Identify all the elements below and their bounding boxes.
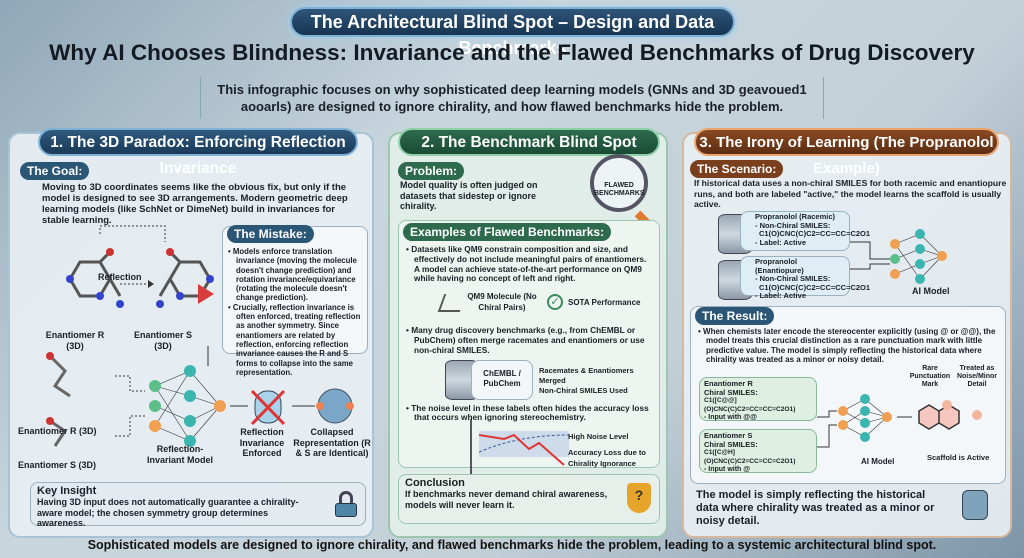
mistake-item: Models enforce translation invariance (m…: [227, 247, 363, 303]
magnifier-label: FLAWED BENCHMARKS: [594, 182, 645, 197]
card-name: Enantiomer R: [704, 379, 753, 388]
ai-model-label: AI Model: [861, 457, 895, 466]
collapsed-label: Collapsed Representation (R & S are Iden…: [293, 427, 371, 458]
record-name: Propranolol (Enantiopure): [755, 257, 804, 275]
loss-label: Accuracy Loss due to Chirality Ignorance: [568, 448, 646, 468]
result-network-diagram: [817, 394, 982, 448]
trophy-icon: ?: [627, 483, 651, 513]
model-pipeline-diagram: [46, 346, 354, 447]
key-insight-box: Key Insight Having 3D input does not aut…: [30, 482, 366, 528]
record-racemic: Propranolol (Racemic) - Non-Chiral SMILE…: [740, 211, 871, 251]
card-smiles: C1([C@@](O)CNC(C)C2=CC=CC=C2O1): [704, 397, 796, 413]
qm9-label: QM9 Molecule (No Chiral Pairs): [467, 292, 537, 312]
bullet: Datasets like QM9 constrain composition …: [405, 244, 653, 284]
record-smiles: C1(O)CNC(C)C2=CC=CC=C2O1: [759, 282, 871, 292]
enantiomer-r-3d-label: Enantiomer R (3D): [18, 426, 97, 436]
model-label: Reflection-Invariant Model: [146, 444, 213, 465]
mistake-box: The Mistake: Models enforce translation …: [222, 225, 368, 377]
conclusion-title: Conclusion: [405, 477, 465, 489]
page-title: Why AI Chooses Blindness: Invariance and…: [49, 40, 975, 65]
card-smiles: C1([C@H](O)CNC(C)C2=CC=CC=C2O1): [704, 449, 796, 465]
result-box: The Result: When chemists later encode t…: [690, 306, 1006, 484]
panel-title: 3. The Irony of Learning (The Propranolo…: [694, 128, 999, 177]
summary-text: The model is simply reflecting the histo…: [696, 489, 935, 527]
output-merged: Racemates & Enantiomers Merged: [539, 365, 634, 386]
ai-model-network-icon: [850, 229, 947, 284]
insight-title: Key Insight: [37, 485, 97, 497]
examples-tag: Examples of Flawed Benchmarks:: [403, 223, 612, 241]
problem-tag: Problem:: [398, 162, 465, 180]
output-nonchiral: Non-Chiral SMILES Used: [539, 385, 628, 395]
enantiomer-s-card: Enantiomer S Chiral SMILES: C1([C@H](O)C…: [699, 429, 817, 473]
scenario-tag: The Scenario:: [690, 160, 784, 178]
record-smiles: C1(O)CNC(C)C2=CC=CC=C2O1: [759, 229, 871, 239]
magnifier-icon: FLAWED BENCHMARKS: [590, 154, 648, 212]
insight-text: Having 3D input does not automatically g…: [37, 497, 299, 528]
record-label: - Label: Active: [755, 237, 806, 247]
record-name: Propranolol (Racemic): [755, 212, 836, 221]
card-line: Chiral SMILES:: [704, 387, 758, 397]
chembl-label: ChEMBL / PubChem: [471, 359, 533, 400]
enantiomer-s-label: Enantiomer S (3D): [133, 330, 192, 351]
noise-detail-label: Treated as Noise/Minor Detail: [956, 365, 998, 388]
rare-label: Rare Punctuation Mark: [909, 365, 951, 388]
card-line: Chiral SMILES:: [704, 439, 758, 449]
enantiomer-s-3d-label: Enantiomer S (3D): [18, 460, 97, 470]
problem-text: Model quality is often judged on dataset…: [400, 180, 538, 211]
result-text: When chemists later encode the stereocen…: [697, 327, 999, 365]
check-icon: ✓: [547, 294, 563, 311]
enantiomer-r-label: Enantiomer R (3D): [45, 330, 105, 351]
qm9-molecule-icon: [437, 294, 467, 313]
card-name: Enantiomer S: [704, 431, 753, 440]
panel-title: 2. The Benchmark Blind Spot: [398, 128, 660, 156]
panel-benchmark-blind-spot: 2. The Benchmark Blind Spot Problem: Mod…: [388, 128, 668, 538]
panel-title: 1. The 3D Paradox: Enforcing Reflection …: [38, 128, 358, 177]
panel-3d-paradox: 1. The 3D Paradox: Enforcing Reflection …: [8, 128, 374, 538]
scenario-text: If historical data uses a non-chiral SMI…: [694, 178, 1007, 209]
examples-box: Examples of Flawed Benchmarks: Datasets …: [398, 220, 660, 477]
goal-tag: The Goal:: [20, 162, 90, 180]
panel-irony-of-learning: 3. The Irony of Learning (The Propranolo…: [682, 128, 1012, 538]
conclusion-text: If benchmarks never demand chiral awaren…: [405, 489, 608, 510]
intro-text: This infographic focuses on why sophisti…: [200, 77, 824, 119]
ai-model-label: AI Model: [912, 286, 950, 296]
sota-label: SOTA Performance: [568, 298, 641, 308]
mistake-tag: The Mistake:: [227, 225, 314, 243]
noise-label: High Noise Level: [568, 432, 629, 441]
mistake-item: Crucially, reflection invariance is ofte…: [227, 303, 363, 377]
lock-icon: [335, 491, 357, 517]
card-input: - Input with @: [704, 466, 751, 473]
goal-text: Moving to 3D coordinates seems like the …: [42, 182, 348, 226]
banner: The Architectural Blind Spot – Design an…: [290, 7, 735, 58]
record-line: - Non-Chiral SMILES:: [755, 220, 831, 230]
conclusion-box: Conclusion If benchmarks never demand ch…: [398, 474, 660, 524]
scaffold-label: Scaffold is Active: [927, 453, 990, 462]
record-label: - Label: Active: [755, 291, 806, 301]
enforced-label: Reflection Invariance Enforced: [239, 427, 285, 458]
bullet: The noise level in these labels often hi…: [405, 403, 653, 424]
reflection-label: Reflection: [98, 272, 142, 282]
bullet: Many drug discovery benchmarks (e.g., fr…: [405, 325, 653, 355]
noise-chart-icon: [470, 419, 577, 477]
footer-text: Sophisticated models are designed to ign…: [87, 538, 937, 552]
robot-icon: [962, 490, 988, 520]
red-arrow-icon: [198, 284, 214, 304]
record-enantiopure: Propranolol (Enantiopure) - Non-Chiral S…: [740, 256, 871, 300]
result-tag: The Result:: [695, 307, 775, 325]
card-input: - Input with @@: [704, 414, 757, 421]
enantiomer-r-card: Enantiomer R Chiral SMILES: C1([C@@](O)C…: [699, 377, 817, 421]
record-line: - Non-Chiral SMILES:: [755, 274, 831, 284]
